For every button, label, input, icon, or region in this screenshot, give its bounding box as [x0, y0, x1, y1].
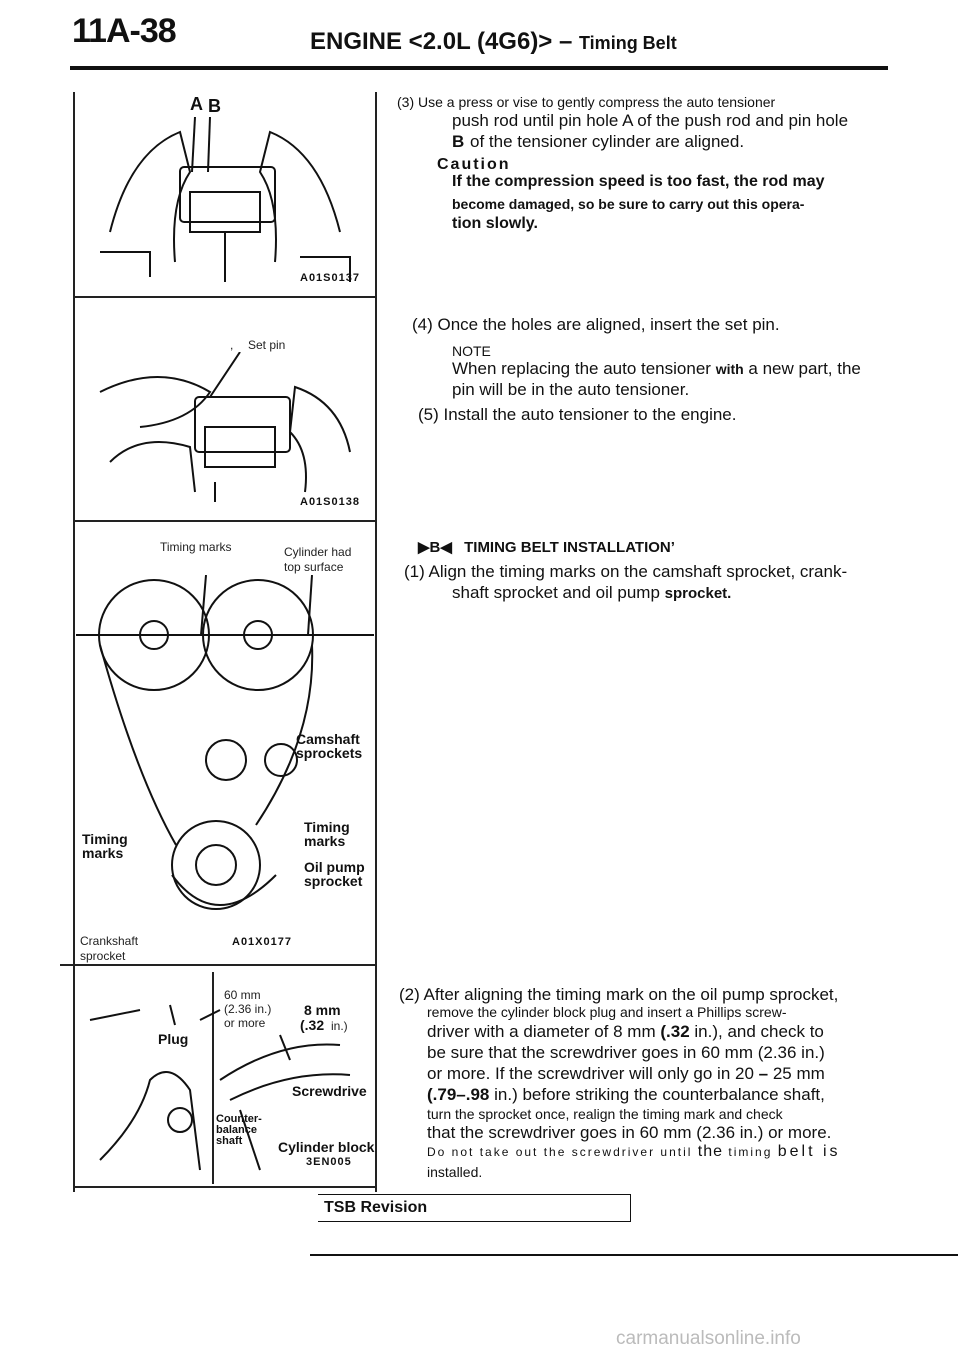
arrow-left-icon: ◀ [440, 539, 452, 556]
fig1-label-a: A [190, 94, 203, 114]
fig4-counterbalance-l2: balance [216, 1124, 257, 1136]
step3-line3: of the tensioner cylinder are aligned. [470, 132, 745, 151]
section-heading: ▶B◀ TIMING BELT INSTALLATION’ [418, 538, 675, 556]
fig2-comma: , [230, 338, 234, 352]
tsb-revision-box: TSB Revision [318, 1194, 631, 1222]
tb-step2-line9-d: belt is [777, 1143, 841, 1160]
figure-divider [73, 296, 377, 298]
step4: (4) Once the holes are aligned, insert t… [412, 315, 780, 334]
fig3-crankshaft-label-2: sprocket [80, 949, 126, 963]
fig4-dim1-l2: (2.36 in.) [224, 1002, 272, 1016]
figure-column-right-border [375, 92, 377, 1192]
fig4-code: 3EN005 [306, 1156, 352, 1168]
tb-step2-line4: be sure that the screwdriver goes in 60 … [427, 1043, 825, 1062]
page-title: ENGINE <2.0L (4G6)> – Timing Belt [310, 28, 677, 56]
tb-step2-line3-c: in.), and check to [694, 1022, 824, 1041]
step3-line2: push rod until pin hole A of the push ro… [452, 111, 849, 130]
figure-divider [60, 964, 377, 966]
tb-step2-line9-a: Do not take out the screwdriver until [427, 1145, 693, 1159]
figure-column-left-border [73, 92, 75, 1192]
tb-step2-line6-b: in.) before striking the counterbalance … [494, 1085, 825, 1104]
fig3-oil-pump-label-1: Oil pump [304, 859, 365, 875]
tb-step2-line6-a: (.79–.98 [427, 1085, 490, 1104]
fig3-illustration [76, 575, 374, 910]
fig2-set-pin-label: Set pin [248, 338, 286, 352]
fig3-camshaft-label-2: sprockets [296, 745, 363, 761]
fig3-timing-marks-right-2: marks [304, 833, 346, 849]
tb-step2-line7: turn the sprocket once, realign the timi… [427, 1106, 783, 1122]
note-line1: When replacing the auto tensioner with a… [452, 358, 861, 380]
note-title: NOTE [452, 343, 491, 359]
fig4-dim2-l3: in.) [331, 1019, 348, 1033]
fig4-plug-label: Plug [158, 1031, 189, 1047]
arrow-right-icon: ▶ [418, 539, 430, 556]
fig3-cylinder-head-label: Cylinder had [284, 545, 352, 559]
tb-step2-line3: driver with a diameter of 8 mm (.32 in.)… [427, 1021, 824, 1042]
section-title: TIMING BELT INSTALLATION’ [464, 539, 675, 556]
fig3-top-surface-label: top surface [284, 560, 344, 574]
fig4-divider [212, 972, 214, 1184]
fig3-code: A01X0177 [232, 936, 292, 948]
fig3-timing-marks-left-1: Timing [82, 831, 128, 847]
figure-divider [73, 1186, 377, 1188]
fig2-illustration [99, 352, 351, 502]
fig3-timing-marks-right-1: Timing [304, 819, 350, 835]
step3-b: B [452, 132, 465, 151]
tb-step2-line3-a: driver with a diameter of 8 mm [427, 1022, 656, 1041]
tb-step2-line3-b: (.32 [660, 1022, 690, 1041]
caution-line1: If the compression speed is too fast, th… [452, 173, 825, 190]
fig4-screwdriver-label: Screwdrive [292, 1083, 367, 1099]
page-number: 11A-38 [72, 12, 177, 50]
note-line1-with: with [715, 361, 744, 377]
tb-step2-line1: (2) After aligning the timing mark on th… [399, 985, 839, 1004]
fig4-counterbalance-l3: shaft [216, 1135, 243, 1147]
step3-line1: (3) Use a press or vise to gently compre… [397, 94, 776, 110]
page-subtitle: Timing Belt [579, 33, 677, 53]
tb-step2-line5-a: or more. If the screwdriver will only go… [427, 1064, 754, 1083]
tb-step1-line2-b: sprocket. [664, 585, 732, 602]
tb-step2-line5-c: 25 mm [772, 1064, 825, 1083]
tb-step1-line1: (1) Align the timing marks on the camsha… [404, 562, 848, 581]
caution-line2: become damaged, so be sure to carry out … [452, 196, 805, 212]
fig4-counterbalance-l1: Counter- [216, 1113, 262, 1125]
watermark-footer[interactable]: carmanualsonline.info [616, 1328, 801, 1349]
fig3-crankshaft-label-1: Crankshaft [80, 934, 139, 948]
note-line1-a: When replacing the auto tensioner [452, 359, 711, 378]
tb-step2-line9-c: timing [728, 1145, 773, 1159]
tb-step2-line2: remove the cylinder block plug and inser… [427, 1004, 787, 1020]
fig4-illustration [89, 1004, 351, 1171]
page-title-main: ENGINE <2.0L (4G6)> – [310, 28, 573, 55]
tb-step2-line9: Do not take out the screwdriver until th… [427, 1143, 841, 1161]
fig1-illustration [100, 116, 351, 282]
tb-step2-line6: (.79–.98 in.) before striking the counte… [427, 1084, 825, 1105]
fig3-oil-pump-label-2: sprocket [304, 873, 363, 889]
figure-divider [73, 520, 377, 522]
header-rule [70, 66, 888, 70]
fig4-cylinder-block-label: Cylinder block [278, 1139, 375, 1155]
section-marker: B [429, 539, 441, 556]
caution-title: Caution [437, 156, 511, 173]
note-line1-b: a new part, the [748, 359, 861, 378]
tb-step1-line2: shaft sprocket and oil pump sprocket. [452, 582, 731, 604]
fig3-camshaft-label-1: Camshaft [296, 731, 360, 747]
tb-step2-line10: installed. [427, 1164, 483, 1180]
note-line2: pin will be in the auto tensioner. [452, 380, 690, 399]
fig1-label-b: B [208, 96, 221, 116]
tb-step1-line2-a: shaft sprocket and oil pump [452, 583, 660, 602]
fig4-dim1-l3: or more [224, 1016, 266, 1030]
bottom-rule [310, 1254, 958, 1256]
fig2-code: A01S0138 [300, 496, 360, 508]
tb-step2-line9-b: the [697, 1143, 724, 1160]
fig4-dim1-l1: 60 mm [224, 988, 261, 1002]
fig3-timing-marks-top: Timing marks [160, 540, 232, 554]
caution-line3: tion slowly. [452, 215, 538, 232]
tb-step2-line5-b: – [758, 1064, 769, 1083]
tb-step2-line5: or more. If the screwdriver will only go… [427, 1063, 825, 1084]
tb-step2-line8: that the screwdriver goes in 60 mm (2.36… [427, 1123, 832, 1142]
fig1-code: A01S0137 [300, 272, 360, 284]
fig4-dim2-l2: (.32 [300, 1017, 325, 1033]
step5: (5) Install the auto tensioner to the en… [418, 405, 737, 424]
fig3-timing-marks-left-2: marks [82, 845, 124, 861]
fig4-dim2-l1: 8 mm [304, 1002, 341, 1018]
